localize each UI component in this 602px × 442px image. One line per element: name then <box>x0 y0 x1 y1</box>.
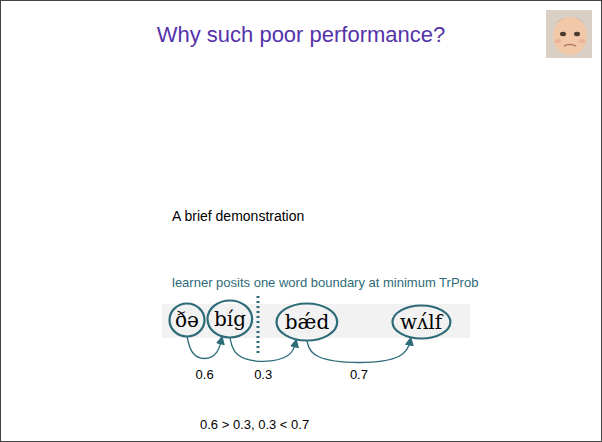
comparison-note: 0.6 > 0.3, 0.3 < 0.7 <box>200 418 309 433</box>
baby-photo <box>546 10 592 58</box>
transition-probability: 0.7 <box>350 368 368 383</box>
transition-probability: 0.6 <box>196 368 214 383</box>
transition-arrow <box>230 338 296 362</box>
syllable-text: wʌ́lf <box>400 311 442 333</box>
annotation-note: learner posits one word boundary at mini… <box>172 276 478 291</box>
syllable-circle: wʌ́lf <box>391 304 452 340</box>
syllable-text: ðə <box>175 309 199 331</box>
subheading: A brief demonstration <box>172 208 304 224</box>
syllable-circle: bǽd <box>275 302 339 342</box>
slide-title: Why such poor performance? <box>0 22 602 47</box>
syllable-circle: bíg <box>206 299 254 339</box>
word-boundary-line <box>257 296 260 356</box>
syllable-text: bíg <box>214 308 246 330</box>
transition-probability: 0.3 <box>254 368 272 383</box>
transition-arrow <box>307 337 411 362</box>
syllable-text: bǽd <box>285 311 329 333</box>
syllable-circle: ðə <box>168 302 206 338</box>
transition-arrow <box>187 336 222 358</box>
